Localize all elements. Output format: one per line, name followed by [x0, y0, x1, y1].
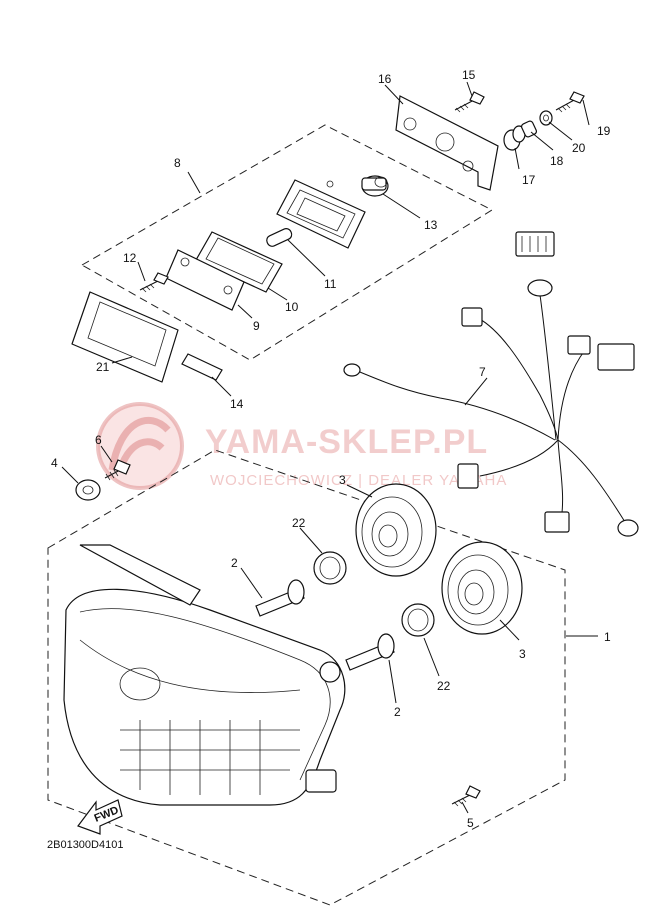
screw-part-6[interactable] — [104, 459, 131, 481]
callout-4: 4 — [51, 456, 58, 470]
screw-part-15[interactable] — [454, 91, 485, 113]
callout-3-lower: 3 — [519, 647, 526, 661]
screw-part-12[interactable] — [139, 272, 169, 293]
callout-11: 11 — [324, 277, 337, 291]
callout-3-upper: 3 — [339, 473, 346, 487]
license-lamp-housing[interactable] — [276, 179, 366, 249]
group-boundary-upper — [80, 124, 494, 361]
callout-16: 16 — [378, 72, 392, 86]
callout-20: 20 — [572, 141, 586, 155]
bulb-part-2-lower[interactable] — [345, 633, 395, 671]
bulb-holder-part-22-lower[interactable] — [401, 603, 435, 637]
seal-part-14[interactable] — [181, 353, 223, 381]
gasket-part-10[interactable] — [195, 231, 283, 293]
bulb-part-2-upper[interactable] — [255, 579, 305, 617]
callout-22-upper: 22 — [292, 516, 306, 530]
grommet-part-17[interactable] — [503, 125, 526, 151]
callout-7: 7 — [479, 365, 486, 379]
callout-2-lower: 2 — [394, 705, 401, 719]
callout-22-lower: 22 — [437, 679, 451, 693]
callout-19: 19 — [597, 124, 611, 138]
wire-harness-part-7[interactable] — [343, 231, 639, 537]
callout-2-upper: 2 — [231, 556, 238, 570]
forward-arrow-icon: FWD — [77, 799, 123, 835]
callout-9: 9 — [253, 319, 260, 333]
callout-5: 5 — [467, 816, 474, 830]
leader-lines — [61, 81, 598, 814]
callout-14: 14 — [230, 397, 244, 411]
callout-8: 8 — [174, 156, 181, 170]
washer-part-20[interactable] — [539, 110, 553, 126]
screw-part-5[interactable] — [451, 785, 481, 807]
bolt-part-19[interactable] — [555, 91, 585, 113]
bulb-cover-part-3-upper[interactable] — [355, 483, 437, 577]
callout-labels: 1 2 2 3 3 4 5 6 7 8 9 10 11 12 13 14 15 … — [51, 68, 611, 830]
grommet-part-4[interactable] — [75, 479, 101, 501]
bulb-holder-part-22-upper[interactable] — [313, 551, 347, 585]
license-bracket-part[interactable] — [395, 95, 499, 191]
license-cover-part-21[interactable] — [71, 291, 179, 383]
lens-part-9[interactable] — [165, 249, 245, 311]
bulb-cover-part-3-lower[interactable] — [441, 541, 523, 635]
watermark: YAMA-SKLEP.PL WOJCIECHOWICZ | DEALER YAM… — [96, 402, 507, 490]
callout-15: 15 — [462, 68, 476, 82]
bulb-socket-part-13[interactable] — [361, 175, 389, 197]
callout-18: 18 — [550, 154, 564, 168]
diagram-code: 2B01300D4101 — [47, 839, 123, 851]
callout-17: 17 — [522, 173, 536, 187]
callout-6: 6 — [95, 433, 102, 447]
group-boundary-lower — [47, 449, 566, 906]
callout-10: 10 — [285, 300, 299, 314]
watermark-subtitle: WOJCIECHOWICZ | DEALER YAMAHA — [210, 472, 507, 489]
callout-12: 12 — [123, 251, 137, 265]
callout-1: 1 — [604, 630, 611, 644]
callout-13: 13 — [424, 218, 438, 232]
headlight-assembly-part-1[interactable] — [63, 544, 346, 806]
bulb-part-11[interactable] — [265, 227, 293, 248]
callout-21: 21 — [96, 360, 110, 374]
watermark-title: YAMA-SKLEP.PL — [205, 423, 488, 461]
